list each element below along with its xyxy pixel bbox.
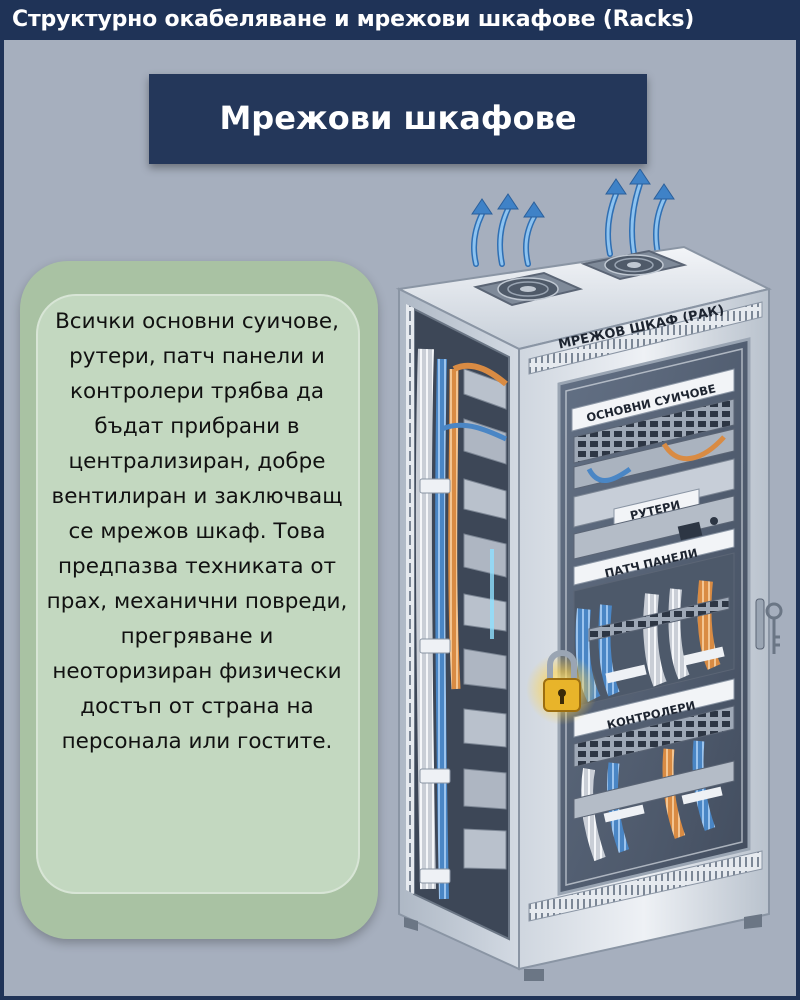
fan-icon	[472, 271, 584, 307]
section-controllers: КОНТРОЛЕРИ	[573, 678, 735, 862]
section-patch-panels: ПАТЧ ПАНЕЛИ	[573, 528, 735, 708]
side-equipment	[463, 368, 507, 870]
info-card-inner	[36, 294, 360, 894]
airflow-arrows-icon	[471, 169, 675, 267]
key-icon	[755, 598, 783, 654]
rack-illustration: МРЕЖОВ ШКАФ (РАК) ОСНОВНИ СУИЧОВЕ РУТЕРИ…	[395, 169, 783, 981]
section-switches: ОСНОВНИ СУИЧОВЕ	[571, 368, 735, 490]
banner-title: Мрежови шкафове	[219, 99, 577, 137]
info-card-text: Всички основни суичове, рутери, патч пан…	[46, 309, 348, 754]
section-routers: РУТЕРИ	[573, 458, 735, 560]
cable-bundle	[415, 348, 508, 900]
section-banner: Мрежови шкафове	[149, 74, 647, 164]
padlock-icon	[543, 650, 581, 712]
fan-icon	[580, 249, 688, 281]
title-bar: Структурно окабеляване и мрежови шкафове…	[4, 4, 796, 40]
page-title: Структурно окабеляване и мрежови шкафове…	[12, 7, 695, 32]
